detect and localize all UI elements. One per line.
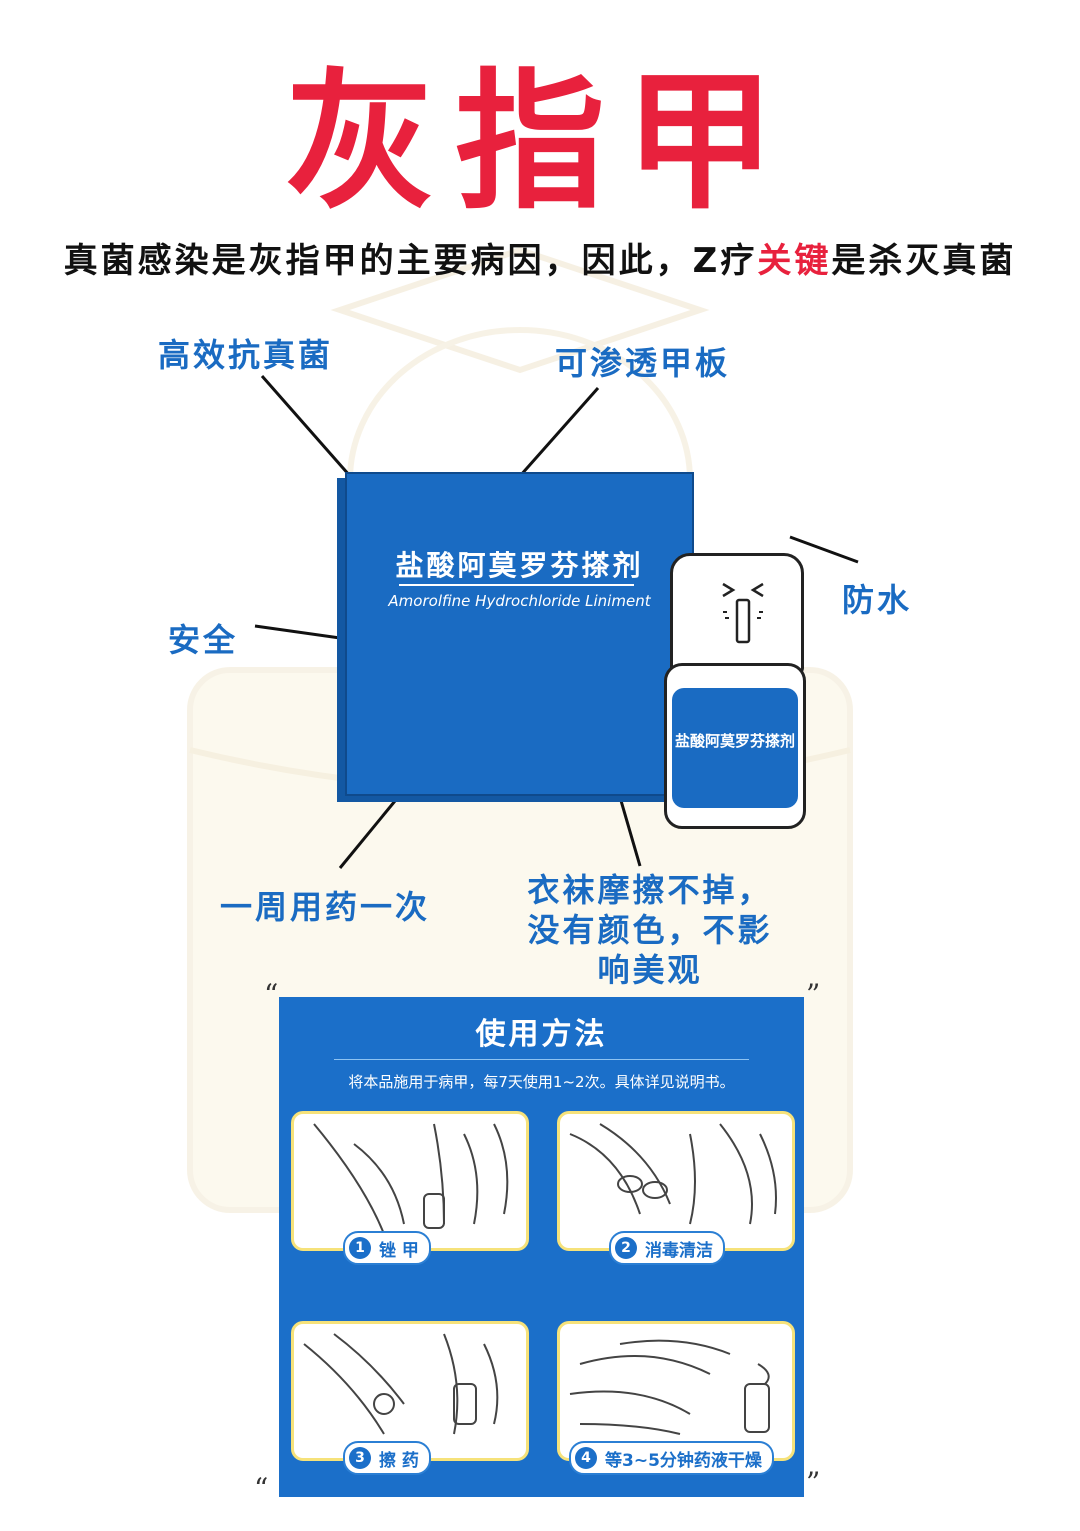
open-quote-top: “ [264,978,279,1011]
usage-note: 将本品施用于病甲，每7天使用1~2次。具体详见说明书。 [348,1073,735,1091]
open-quote-bottom: “ [254,1472,269,1505]
subtitle-highlight: 关键 [757,241,832,281]
step-badge: 3 擦 药 [343,1441,431,1475]
product-bottle: 盐酸阿莫罗芬搽剂 [664,553,806,829]
page-title: 灰指甲 [284,56,795,230]
box-name-cn: 盐酸阿莫罗芬搽剂 [395,549,644,582]
product-box: 盐酸阿莫罗芬搽剂 Amorolfine Hydrochloride Linime… [345,472,694,796]
hand-cleaning-icon [569,1123,777,1225]
callout-weekly: 一周用药一次 [220,888,431,926]
hand-applying-icon [303,1333,499,1435]
step-card-wait-dry [557,1321,795,1461]
subtitle-text-start: 真菌感染是灰指甲的主要病因，因此，Z疗 [63,241,758,281]
bottle-label: 盐酸阿莫罗芬搽剂 [672,688,798,808]
step-number: 1 [349,1237,371,1259]
close-quote-bottom: ” [806,1466,821,1499]
bottle-label-text: 盐酸阿莫罗芬搽剂 [674,732,795,750]
step-number: 4 [575,1447,597,1469]
callout-waterproof: 防水 [842,581,913,619]
callout-line: 衣袜摩擦不掉， [527,871,773,909]
step-number: 3 [349,1447,371,1469]
callout-lines [254,375,859,869]
face-icon [722,582,764,644]
step-badge: 4 等3~5分钟药液干燥 [569,1441,774,1475]
page-subtitle: 真菌感染是灰指甲的主要病因，因此，Z疗关键是杀灭真菌 [60,238,1020,284]
step-badge: 2 消毒清洁 [609,1231,725,1265]
bottle-body: 盐酸阿莫罗芬搽剂 [664,663,806,829]
step-card-apply [291,1321,529,1461]
step-label: 锉 甲 [379,1240,419,1261]
box-name-en: Amorolfine Hydrochloride Liniment [388,592,651,610]
step-label: 擦 药 [379,1450,419,1471]
usage-divider [334,1059,749,1060]
callout-antifungal: 高效抗真菌 [158,336,334,374]
step-label: 等3~5分钟药液干燥 [605,1450,762,1471]
step-label: 消毒清洁 [645,1240,713,1261]
step-card-disinfect [557,1111,795,1251]
callout-safe: 安全 [168,621,239,659]
step-card-file-nail [291,1111,529,1251]
usage-panel: 使用方法 将本品施用于病甲，每7天使用1~2次。具体详见说明书。 1 锉 甲 2… [279,997,804,1497]
callout-penetrate: 可渗透甲板 [555,344,731,382]
usage-title: 使用方法 [475,1017,608,1052]
bottle-cap [670,553,804,674]
hand-drying-icon [569,1339,770,1435]
subtitle-text-end: 是杀灭真菌 [831,241,1017,281]
step-number: 2 [615,1237,637,1259]
box-divider [399,584,634,586]
hand-filing-icon [313,1123,509,1235]
callout-line: 没有颜色，不影 [527,911,773,949]
close-quote-top: ” [806,978,821,1011]
callout-line: 响美观 [597,951,703,989]
step-badge: 1 锉 甲 [343,1231,431,1265]
callout-no-rub-off: 衣袜摩擦不掉， 没有颜色，不影 响美观 [515,870,785,990]
